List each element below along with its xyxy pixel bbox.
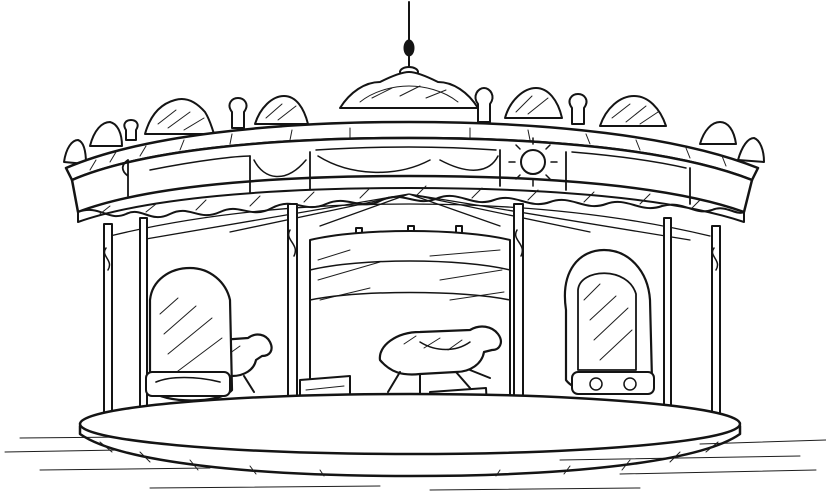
- carousel-platform: [78, 392, 742, 478]
- sun-emblem: [508, 137, 558, 187]
- carousel-chariot-right: [563, 248, 655, 395]
- carousel-horse: [378, 325, 502, 395]
- carousel-spire: [399, 1, 419, 78]
- roof-crest: [63, 71, 765, 165]
- roof-canopy: [64, 120, 760, 241]
- carousel-chariot-left: [145, 266, 234, 402]
